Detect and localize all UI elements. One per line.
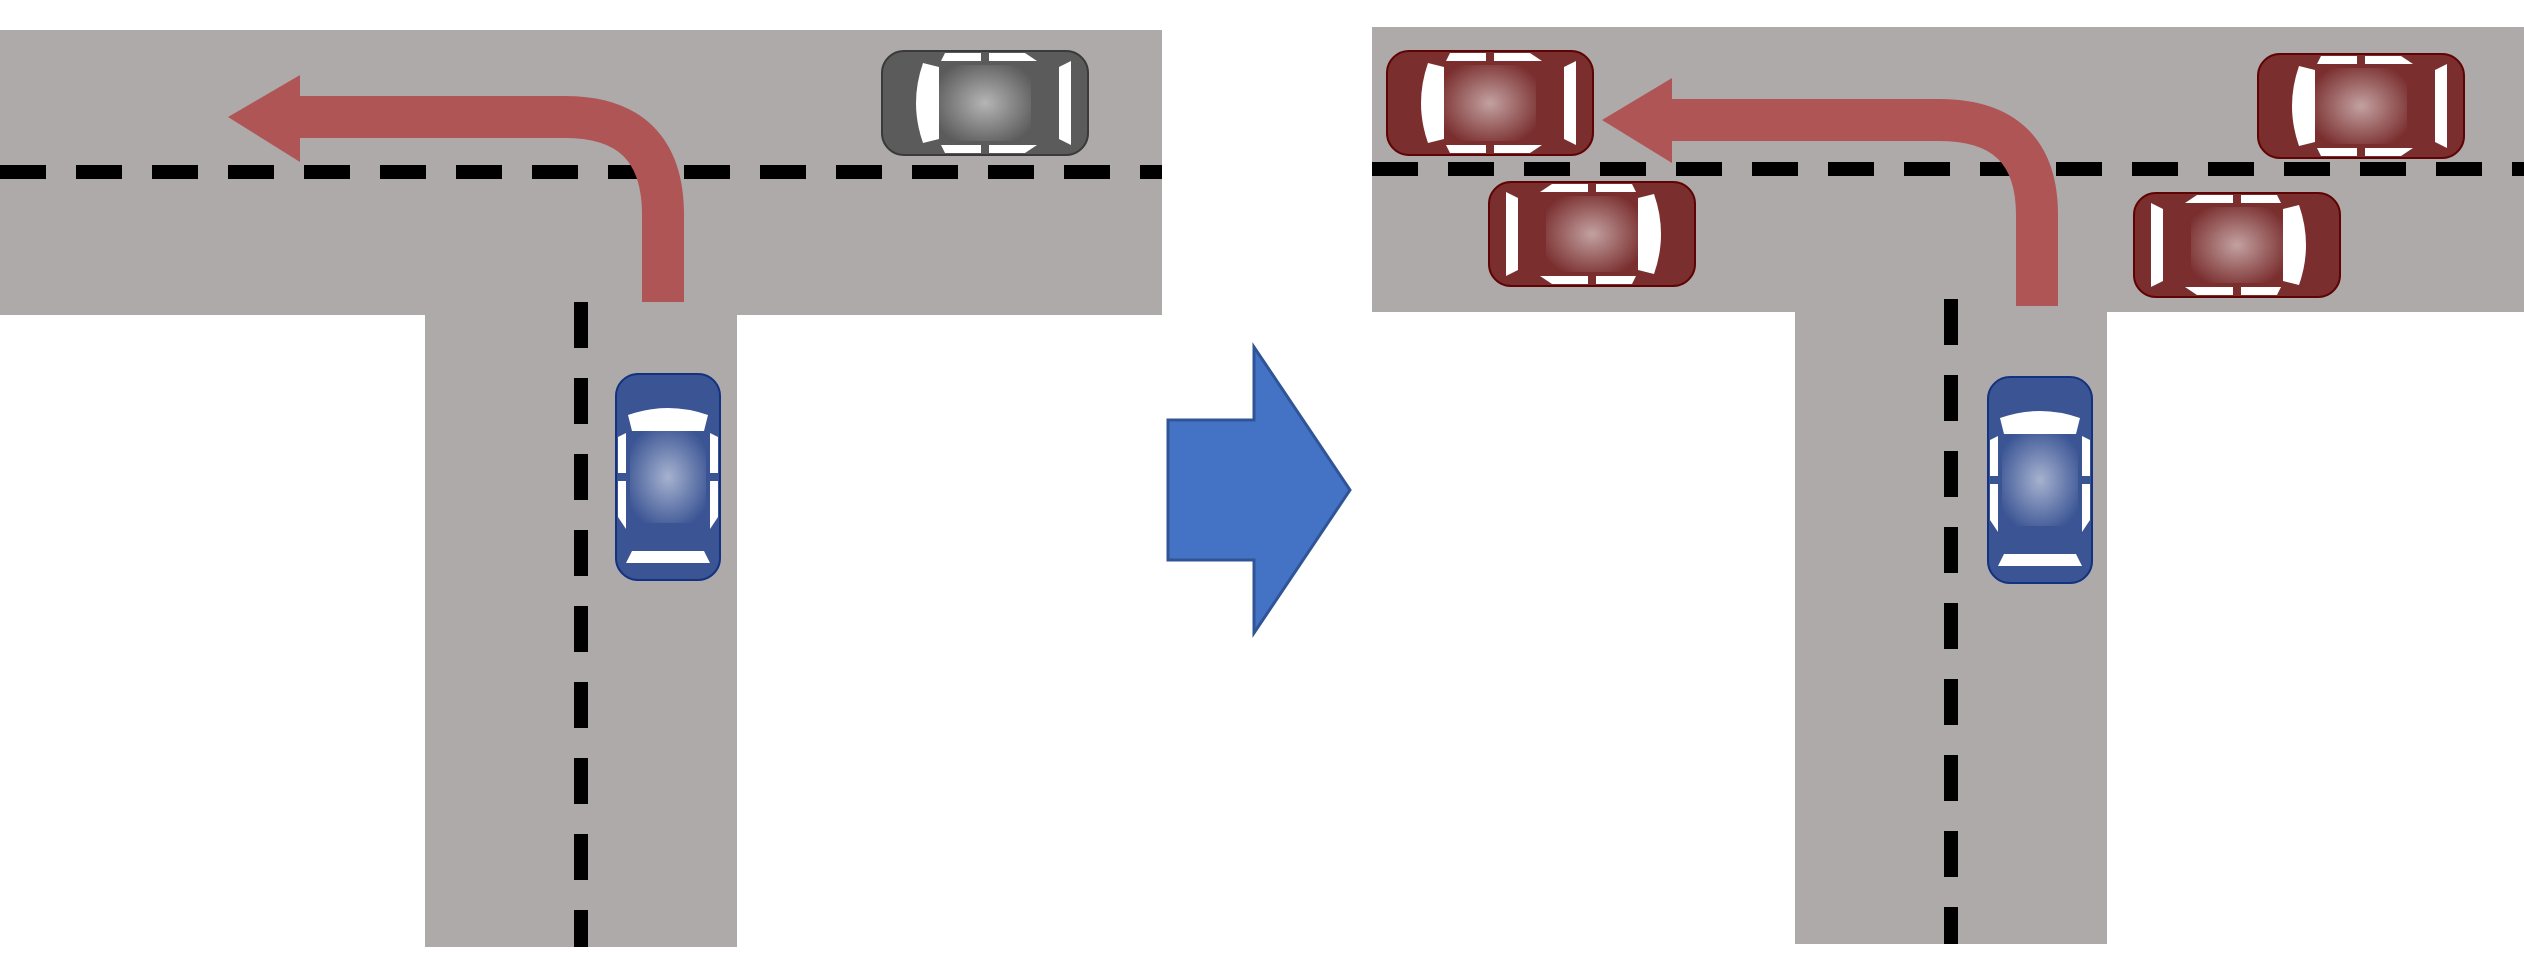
traffic-car-2 [1488,181,1696,287]
ego-car [615,373,721,581]
scenario-before-panel [0,30,1162,947]
traffic-car-3 [2257,53,2465,159]
left-turn-arrowhead [1602,78,1672,163]
traffic-car-4 [2133,192,2341,298]
ego-car [1987,376,2093,584]
transition-arrow-shape [1166,342,1352,638]
left-turn-arrow [300,96,684,302]
transition-arrow [1166,342,1352,638]
traffic-car-1 [1386,50,1594,156]
oncoming-car [881,50,1089,156]
scenario-after-panel [1372,27,2524,944]
left-turn-arrow [1672,99,2058,306]
left-turn-arrowhead [228,75,300,162]
